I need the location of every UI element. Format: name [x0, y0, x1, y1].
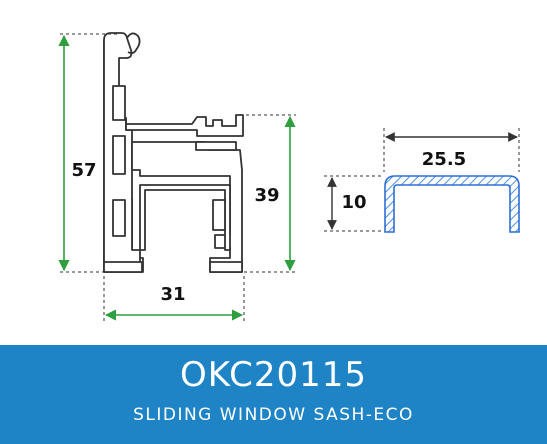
product-description: SLIDING WINDOW SASH-ECO — [133, 405, 414, 425]
profile-chamber-5 — [195, 141, 237, 151]
dimension-height-right: 39 — [240, 114, 296, 273]
profile-top-hook — [126, 32, 141, 55]
dimension-width-bottom: 31 — [103, 276, 245, 322]
dimension-label-57: 57 — [71, 160, 96, 181]
profile-inner-channel — [139, 184, 231, 251]
profile-chamber-2 — [112, 135, 126, 175]
dimension-label-10: 10 — [341, 192, 366, 213]
product-code: OKC20115 — [179, 355, 368, 395]
detail-channel-section — [384, 175, 520, 233]
profile-foot-left — [103, 261, 143, 273]
dimension-label-31: 31 — [160, 284, 185, 305]
profile-chamber-3 — [112, 199, 126, 237]
detail-channel — [384, 175, 520, 233]
profile-chamber-1 — [112, 85, 126, 121]
dimension-label-25-5: 25.5 — [422, 149, 466, 170]
dimension-detail-width: 25.5 — [383, 128, 520, 172]
dimension-label-39: 39 — [254, 185, 279, 206]
aluminium-profile-section — [103, 32, 244, 273]
profile-foot-right — [209, 261, 243, 273]
dimension-height-total: 57 — [58, 33, 118, 273]
profile-chamber-4 — [212, 199, 226, 231]
product-banner: OKC20115 SLIDING WINDOW SASH-ECO — [0, 345, 547, 444]
profile-drawing: 57 39 31 25.5 — [58, 32, 520, 322]
profile-upper-arm — [125, 114, 244, 137]
dimension-detail-height: 10 — [324, 175, 382, 232]
